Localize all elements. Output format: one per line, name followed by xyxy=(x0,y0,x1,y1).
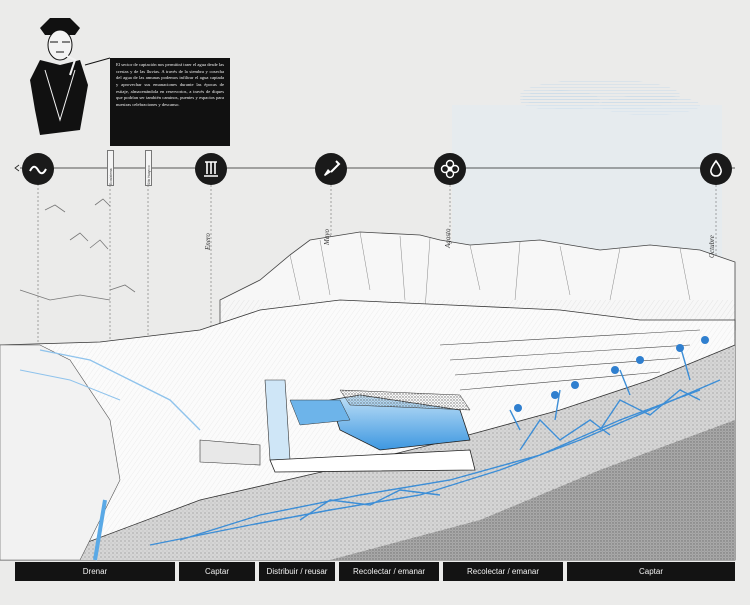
phase-recolectar-1: Recolectar / emanar xyxy=(339,562,439,581)
plant-roots xyxy=(514,336,709,412)
water-drop-icon xyxy=(700,153,732,185)
phase-recolectar-2: Recolectar / emanar xyxy=(443,562,563,581)
shovel-icon xyxy=(315,153,347,185)
month-enero: Enero xyxy=(204,233,212,250)
month-octubre: Octubre xyxy=(708,235,716,258)
wave-icon xyxy=(22,153,54,185)
phase-distribuir: Distribuir / reusar xyxy=(259,562,335,581)
month-mayo: Mayo xyxy=(323,229,331,245)
tag-sitio: Sitio Huaycco xyxy=(145,150,152,186)
tag-ecosistema: Ecosistema xyxy=(107,150,114,186)
valley-cliff xyxy=(0,344,201,561)
reservoir xyxy=(199,379,476,473)
phase-captar-1: Captar xyxy=(179,562,255,581)
waterfall-icon xyxy=(195,153,227,185)
person-figure xyxy=(30,18,111,135)
tag-label: Ecosistema xyxy=(109,168,113,185)
month-agosto: Agosto xyxy=(444,228,452,248)
water-veins xyxy=(149,344,721,546)
birds xyxy=(19,198,136,301)
tag-label: Sitio Huaycco xyxy=(147,165,151,186)
phase-drenar: Drenar xyxy=(15,562,175,581)
flower-icon xyxy=(434,153,466,185)
speech-bubble-text: El sector de captación nos permitirá tra… xyxy=(110,58,230,146)
phase-captar-2: Captar xyxy=(567,562,735,581)
